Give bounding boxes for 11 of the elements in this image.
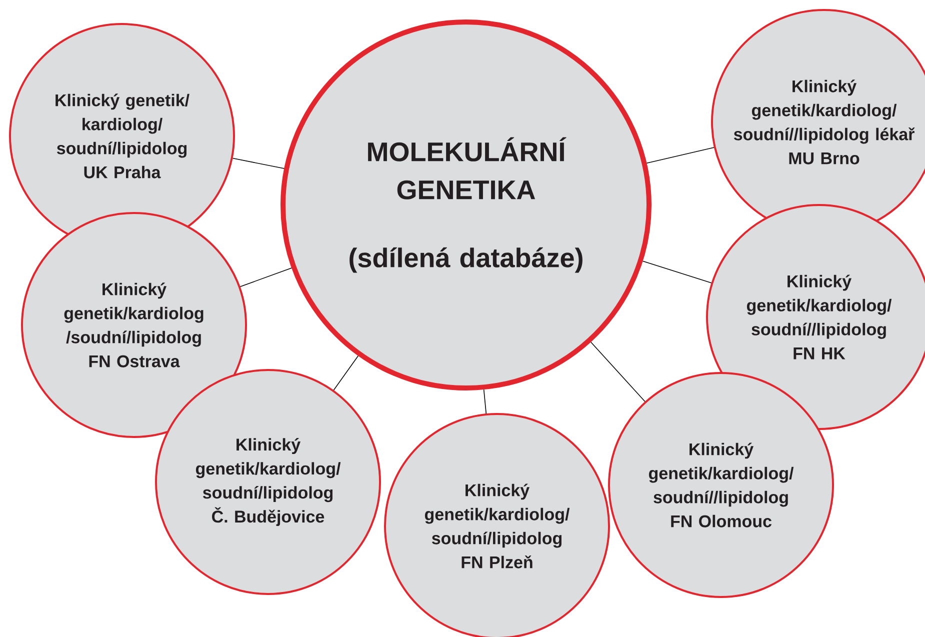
connector-line bbox=[240, 268, 292, 287]
node-label: MU Brno bbox=[789, 152, 860, 164]
node-label: FN HK bbox=[794, 348, 846, 360]
connector-line bbox=[642, 260, 712, 284]
node-label: Klinický genetik/kardiolog/ soudní//lipidolog bbox=[746, 274, 892, 339]
connector-line bbox=[232, 158, 285, 169]
connector-line bbox=[590, 342, 646, 402]
connector-line bbox=[646, 147, 714, 164]
node-label: Klinický genetik/kardiolog/ soudní//lipidolog lékař bbox=[734, 80, 915, 144]
connector-line bbox=[483, 389, 487, 414]
connector-line bbox=[333, 356, 359, 390]
